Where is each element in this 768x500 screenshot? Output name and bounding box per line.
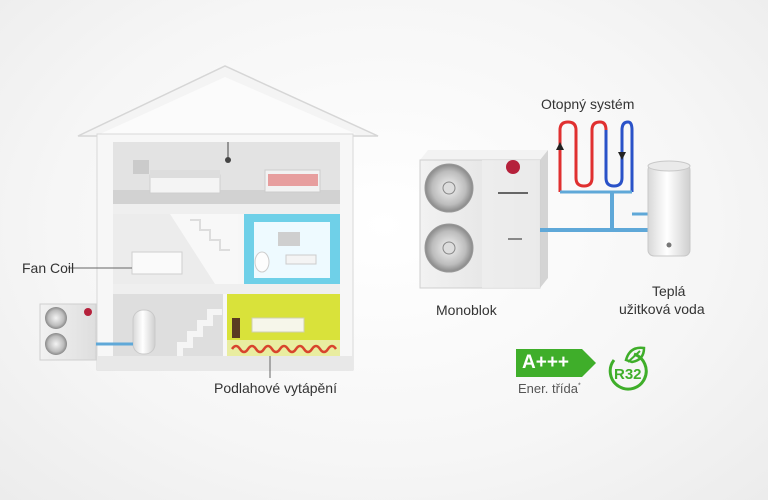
heating-system-label: Otopný systém [541, 96, 635, 112]
fan-coil-label: Fan Coil [22, 260, 75, 276]
refrigerant-label: R32 [614, 366, 642, 383]
energy-arrow-icon [516, 349, 596, 377]
monoblock-label: Monoblok [436, 302, 497, 318]
energy-class-value: A+++ [522, 352, 570, 373]
water-tank-icon [647, 160, 691, 257]
fan-coil-unit [131, 251, 183, 275]
floor-heating-coil [230, 344, 338, 354]
energy-caption-text: Ener. třída [518, 381, 578, 396]
energy-class-caption: Ener. třída* [518, 381, 581, 396]
energy-class-badge: A+++ [516, 349, 596, 377]
hot-water-label-line1: Teplá [652, 283, 686, 299]
floor-heating-label: Podlahové vytápění [214, 380, 337, 396]
outdoor-unit-small [39, 303, 133, 361]
radiator-coil-icon [556, 120, 634, 194]
lg-logo-icon [506, 160, 520, 174]
pipe-network [540, 192, 648, 232]
indoor-tank [132, 309, 156, 355]
eco-leaf-icon: R32 [604, 344, 652, 396]
house-icon [77, 65, 379, 371]
energy-caption-mark: * [577, 382, 581, 390]
heat-pump-icon [419, 150, 548, 289]
hot-water-label-line2: užitková voda [619, 301, 705, 317]
